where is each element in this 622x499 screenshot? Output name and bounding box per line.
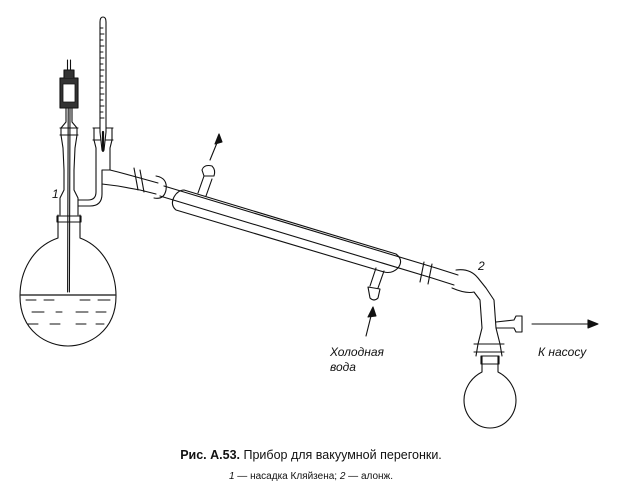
thermometer	[99, 16, 107, 153]
condenser-outlet-joint	[419, 261, 459, 286]
water-out-arrow	[209, 133, 223, 161]
claisen-adapter	[59, 107, 141, 216]
condenser-inlet-joint	[133, 167, 167, 199]
receiver-flask	[463, 355, 517, 429]
figure-title: Прибор для вакуумной перегонки.	[243, 448, 442, 462]
cold-water-label-line2: вода	[330, 360, 356, 374]
part-2-label: 2	[478, 259, 485, 273]
liebig-condenser	[159, 164, 437, 301]
liquid-level-marks	[25, 299, 111, 325]
legend-1-text: — насадка Кляйзена;	[234, 471, 340, 482]
figure-legend: 1 — насадка Кляйзена; 2 — алонж.	[0, 471, 622, 482]
to-pump-label: К насосу	[538, 345, 587, 359]
vacuum-adapter	[451, 269, 523, 357]
distillation-flask	[19, 214, 117, 347]
figure-id: Рис. А.53.	[180, 448, 240, 462]
part-1-label: 1	[52, 187, 59, 201]
vacuum-distillation-diagram	[19, 16, 599, 429]
capillary-tube	[59, 59, 79, 293]
legend-2-number: 2	[339, 471, 346, 482]
cold-water-label-line1: Холодная	[330, 345, 384, 359]
legend-2-text: — алонж.	[345, 471, 394, 482]
legend-1-number: 1	[228, 471, 235, 482]
water-in-arrow	[365, 306, 377, 337]
to-pump-arrow	[531, 319, 599, 329]
figure-caption: Рис. А.53. Прибор для вакуумной перегонк…	[0, 448, 622, 462]
